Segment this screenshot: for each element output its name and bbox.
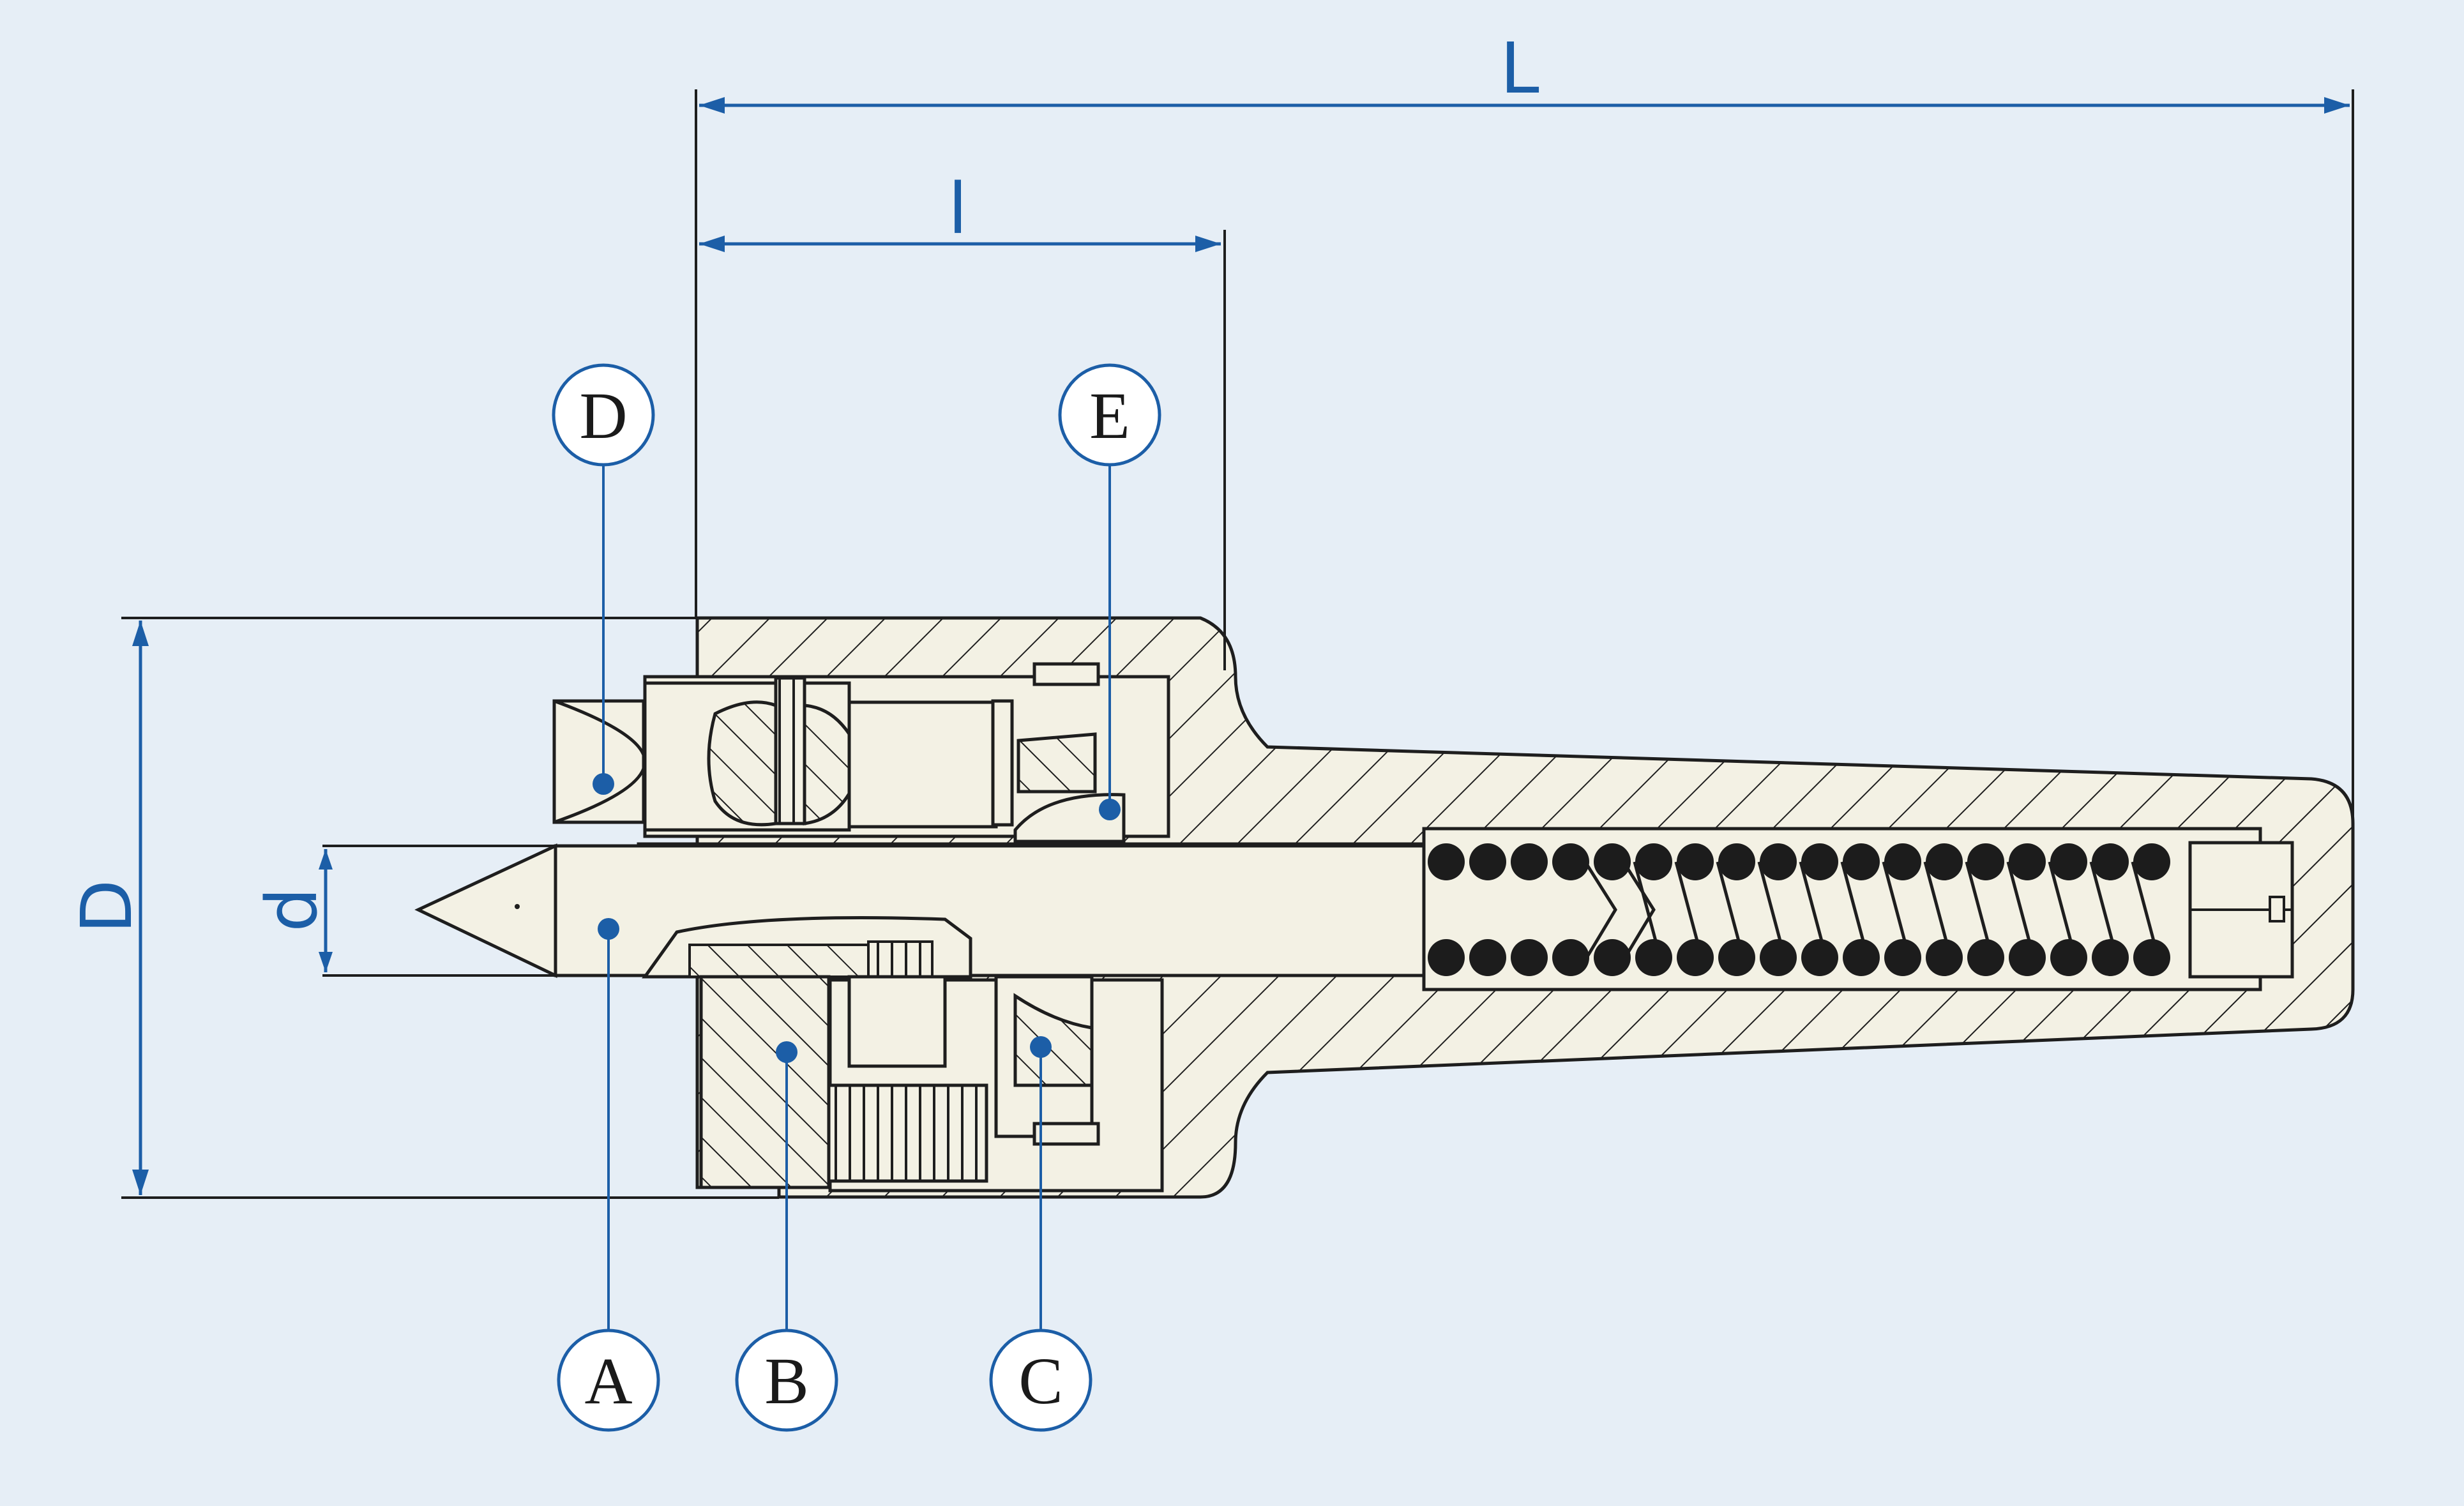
thrust-bearing-part-e — [1013, 662, 1126, 843]
callout-label-d: D — [579, 379, 627, 453]
callout-label-e: E — [1089, 379, 1130, 453]
callout-b: B — [735, 1041, 838, 1432]
spring-balls-top — [1428, 843, 2170, 880]
dimension-lines — [121, 89, 2354, 1199]
callout-label-a: A — [584, 1344, 632, 1418]
spring-assembly — [1428, 843, 2170, 976]
callout-a: A — [557, 918, 660, 1432]
callout-d: D — [552, 363, 655, 795]
callout-label-b: B — [764, 1344, 808, 1418]
dimension-D: D — [66, 621, 149, 1195]
rear-bearing-part-c — [994, 975, 1100, 1146]
callout-e: E — [1058, 363, 1161, 820]
dimension-label-l: l — [948, 168, 968, 250]
needle-bearing-part-b — [642, 916, 988, 1189]
dimension-label-L: L — [1500, 27, 1539, 109]
dimension-l: l — [699, 168, 1221, 252]
dimension-label-d: d — [251, 887, 333, 932]
callout-c: C — [989, 1036, 1092, 1432]
dimension-label-D: D — [66, 880, 147, 934]
front-bearing-part-d — [552, 676, 1014, 832]
callout-label-c: C — [1018, 1344, 1062, 1418]
dimension-d: d — [251, 849, 333, 972]
dimension-L: L — [699, 27, 2350, 114]
spring-balls-bottom — [1428, 939, 2170, 976]
